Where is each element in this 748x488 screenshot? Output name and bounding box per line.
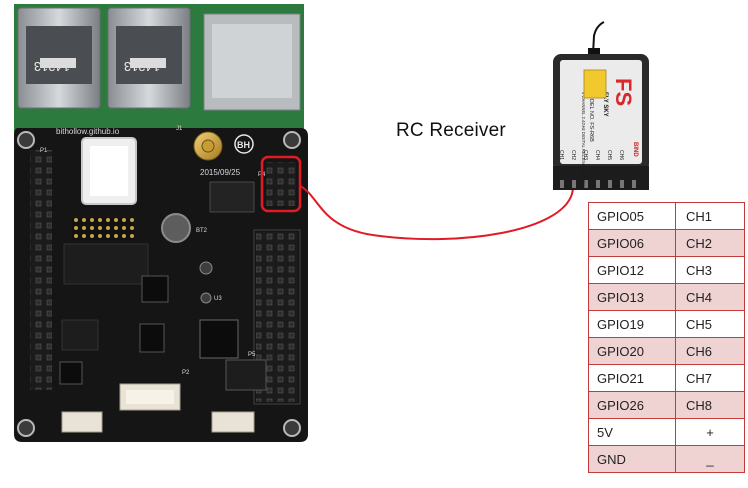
gpio-cell: GPIO20	[588, 337, 676, 365]
receiver-ch-label: CH1	[558, 150, 564, 160]
gpio-cell: GPIO21	[588, 364, 676, 392]
chip-mcu	[199, 319, 239, 359]
gpio-cell: GND	[588, 445, 676, 473]
rc-receiver-label: RC Receiver	[396, 120, 506, 141]
label-bt2: BT2	[196, 228, 208, 234]
channel-cell: CH6	[675, 337, 745, 365]
channel-cell: CH8	[675, 391, 745, 419]
gpio-cell: 5V	[588, 418, 676, 446]
rc-receiver: FS FLY SKY MODEL NO. FS-R6B 6 CHANNEL 2.…	[553, 21, 649, 190]
battery-holder	[161, 213, 191, 243]
signal-wire	[299, 183, 575, 241]
receiver-ch-label: CH4	[594, 150, 600, 160]
chip-small	[59, 361, 83, 385]
receiver-brand: FS	[611, 78, 636, 106]
label-j1: J1	[176, 126, 183, 132]
receiver-model: MODEL NO. FS-R6B	[588, 90, 594, 142]
label-p1: P1	[40, 148, 48, 154]
mount-hole	[17, 419, 35, 437]
label-block	[209, 181, 255, 213]
resistor-block	[61, 319, 99, 351]
receiver-ch-label: CH5	[606, 150, 612, 160]
chip-u2	[139, 323, 165, 353]
mount-hole	[17, 131, 35, 149]
receiver-ch-label: CH2	[570, 150, 576, 160]
channel-cell: _	[675, 445, 745, 473]
bh-logo	[234, 134, 254, 154]
led-u3	[200, 292, 212, 304]
label-u3: U3	[214, 296, 222, 302]
connector-left	[61, 411, 103, 433]
mount-hole	[283, 419, 301, 437]
channel-cell: CH4	[675, 283, 745, 311]
channel-cell: CH7	[675, 364, 745, 392]
receiver-brand-sub: FLY SKY	[602, 92, 608, 117]
header-p5	[225, 359, 267, 391]
dip-switch	[72, 218, 134, 240]
usb-port-right: 14313	[107, 7, 191, 109]
gpio-cell: GPIO19	[588, 310, 676, 338]
gpio-cell: GPIO13	[588, 283, 676, 311]
pin-mapping-row: GND_	[588, 445, 745, 473]
usb-port-left: 14313	[17, 7, 101, 109]
gpio-cell: GPIO12	[588, 256, 676, 284]
gpio-cell: GPIO06	[588, 229, 676, 257]
receiver-ch-label: CH3	[582, 150, 588, 160]
label-p2: P2	[182, 370, 190, 376]
gpio-cell: GPIO26	[588, 391, 676, 419]
bh-logo-text: BH	[237, 140, 250, 150]
receiver-bind-label: BIND	[632, 142, 638, 157]
channel-cell: +	[675, 418, 745, 446]
crystal	[199, 261, 213, 275]
silkscreen-site: bithollow.github.io	[56, 127, 120, 136]
channel-cell: CH3	[675, 256, 745, 284]
receiver-label	[560, 60, 642, 164]
receiver-antenna	[592, 21, 605, 55]
chip-u1	[141, 275, 169, 303]
p4-header	[266, 162, 296, 206]
label-p5: P5	[248, 352, 256, 358]
pin-mapping-row: 5V+	[588, 418, 745, 446]
left-pin-header	[30, 150, 52, 390]
receiver-sticker	[583, 69, 607, 99]
mount-hole	[283, 131, 301, 149]
receiver-description: 6 CHANNEL 2.4GHz DIGITAL RECEIVER SYSTEM	[581, 92, 586, 189]
channel-cell: CH5	[675, 310, 745, 338]
p4-highlight	[260, 155, 302, 213]
raspberry-pi-board: 14313 14313 P1 bithollow.github.io J1	[14, 4, 308, 442]
receiver-ch-label: CH6	[618, 150, 624, 160]
gpio-cell: GPIO05	[588, 202, 676, 230]
component-area	[63, 243, 149, 285]
channel-cell: CH1	[675, 202, 745, 230]
silkscreen-date: 2015/09/25	[200, 168, 241, 177]
connector-p3	[211, 411, 255, 433]
channel-cell: CH2	[675, 229, 745, 257]
